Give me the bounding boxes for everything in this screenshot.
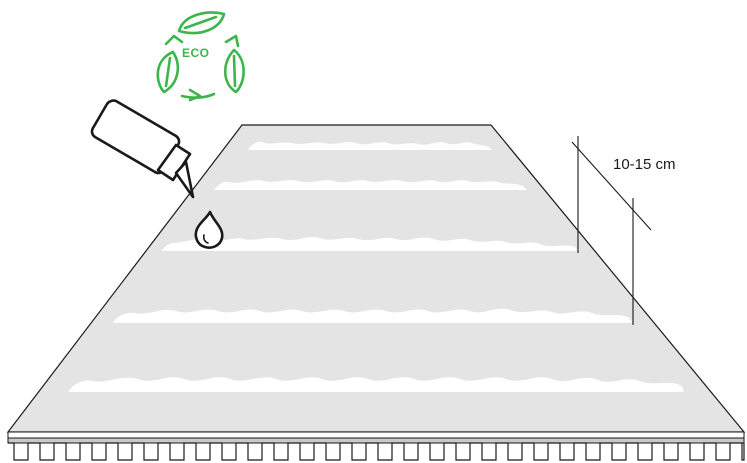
eco-label: ECO (182, 46, 210, 60)
board-edge-top (7, 431, 745, 439)
dimension-diagonal (571, 141, 652, 231)
glue-bead-3 (162, 236, 578, 251)
spacing-dimension (571, 136, 652, 325)
glue-bead-5 (68, 377, 684, 392)
board-groove-profile (8, 442, 745, 461)
eco-badge: ECO (156, 11, 245, 102)
glue-drop-highlight (202, 234, 209, 244)
glue-beads (68, 141, 684, 392)
glue-bead-2 (214, 180, 527, 190)
glue-bead-1 (248, 141, 492, 150)
board (6, 124, 746, 461)
glue-bottle-icon (90, 99, 195, 199)
spacing-dimension-label: 10-15 cm (613, 156, 676, 173)
recycle-leaves-icon (156, 11, 245, 102)
board-grooves (8, 442, 745, 461)
board-edge-bottom (7, 437, 745, 444)
glue-bead-4 (113, 308, 632, 323)
glue-drop-icon (194, 210, 224, 249)
